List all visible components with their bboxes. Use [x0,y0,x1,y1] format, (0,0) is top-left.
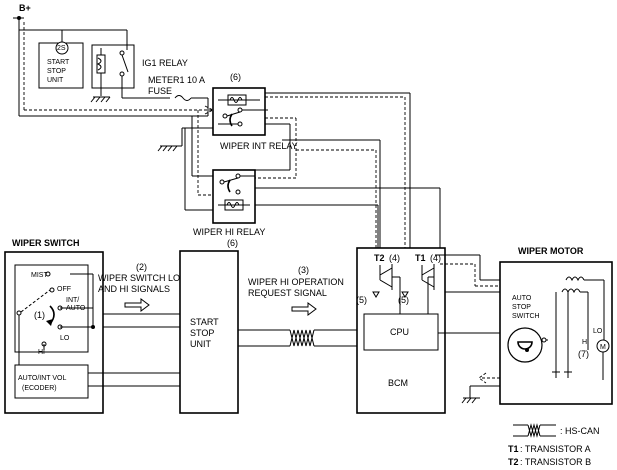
wiper-hi-relay-label: WIPER HI RELAY [193,227,265,237]
switch-ref: (1) [34,310,45,320]
t1-label: T1 [415,253,426,263]
legend-t1-key: T1 [508,444,519,454]
signal-3-line2: REQUEST SIGNAL [248,288,327,298]
legend-t2-key: T2 [508,457,519,467]
pos-hi: HI [38,349,45,356]
ref-5b: (5) [398,295,409,305]
wiper-motor: WIPER MOTOR M LO HI (7) AUTO STOP SWITCH [499,246,613,405]
b-plus-label: B+ [19,3,31,13]
bcm-label: BCM [388,378,408,388]
ig1-relay-label: IG1 RELAY [142,58,188,68]
encoder-line2: (ECODER) [22,385,57,392]
auto-stop-line2: STOP [512,304,531,311]
signal-3-ref: (3) [298,265,309,275]
ssu-main-line1: START [190,317,219,327]
t2-label: T2 [374,253,385,263]
signal-2-line1: WIPER SWITCH LO [98,273,180,283]
int-relay-ref: (6) [230,72,241,82]
cpu-label: CPU [390,327,409,337]
legend-hs-can: : HS-CAN [560,426,600,436]
auto-stop-line3: SWITCH [512,313,540,320]
signal-3-line1: WIPER HI OPERATION [248,277,344,287]
pos-mist: MIST [31,272,48,279]
ref-5a: (5) [356,295,367,305]
wiper-hi-relay: WIPER HI RELAY (6) [193,169,441,248]
ssu-small-line3: UNIT [47,77,64,84]
bcm: CPU BCM T2 (4) T1 (4) (5) (5) [356,247,500,414]
wiper-int-relay-label: WIPER INT RELAY [220,141,298,151]
ssu-small-line2: STOP [47,68,66,75]
encoder-line1: AUTO/INT VOL [18,375,66,382]
fuse-label-2: FUSE [148,86,172,96]
auto-stop-line1: AUTO [512,295,532,302]
wiper-int-relay: (6) WIPER INT RELAY [157,72,298,152]
hs-can-link: (3) WIPER HI OPERATION REQUEST SIGNAL [238,265,357,347]
motor-hi: HI [582,339,589,346]
motor-ref: (7) [578,349,589,359]
marker-2s: 2S [57,45,66,52]
t1-ref: (4) [430,253,441,263]
wiper-motor-title: WIPER MOTOR [518,246,584,256]
signal-2-ref: (2) [136,262,147,272]
pos-off: OFF [57,286,71,293]
legend-t2-text: : TRANSISTOR B [520,457,591,467]
start-stop-unit-main: START STOP UNIT [179,250,239,414]
motor-m: M [600,344,606,351]
b-plus-supply: B+ [13,3,215,117]
pos-lo: LO [60,335,70,342]
hi-relay-ref: (6) [227,238,238,248]
ssu-main-line3: UNIT [190,339,211,349]
legend-t1-text: : TRANSISTOR A [520,444,591,454]
relay-interconnect-wires [184,92,410,211]
t2-ref: (4) [389,253,400,263]
ssu-main-line2: STOP [190,328,214,338]
fuse-label-1: METER1 10 A [148,75,205,85]
pos-int: INT/ [66,297,79,304]
switch-to-ssu-wires: (2) WIPER SWITCH LO AND HI SIGNALS [88,262,180,387]
start-stop-unit-small: 2S START STOP UNIT [38,30,84,89]
meter1-fuse: METER1 10 A FUSE [148,75,209,116]
wiper-switch: WIPER SWITCH MIST OFF INT/ AUTO LO HI (1… [4,238,104,414]
wiper-switch-title: WIPER SWITCH [12,238,80,248]
ig1-relay: IG1 RELAY [90,30,188,103]
legend: : HS-CAN T1 : TRANSISTOR A T2 : TRANSIST… [508,423,600,467]
ssu-small-line1: START [47,59,70,66]
signal-2-line2: AND HI SIGNALS [98,284,170,294]
motor-lo: LO [593,328,603,335]
